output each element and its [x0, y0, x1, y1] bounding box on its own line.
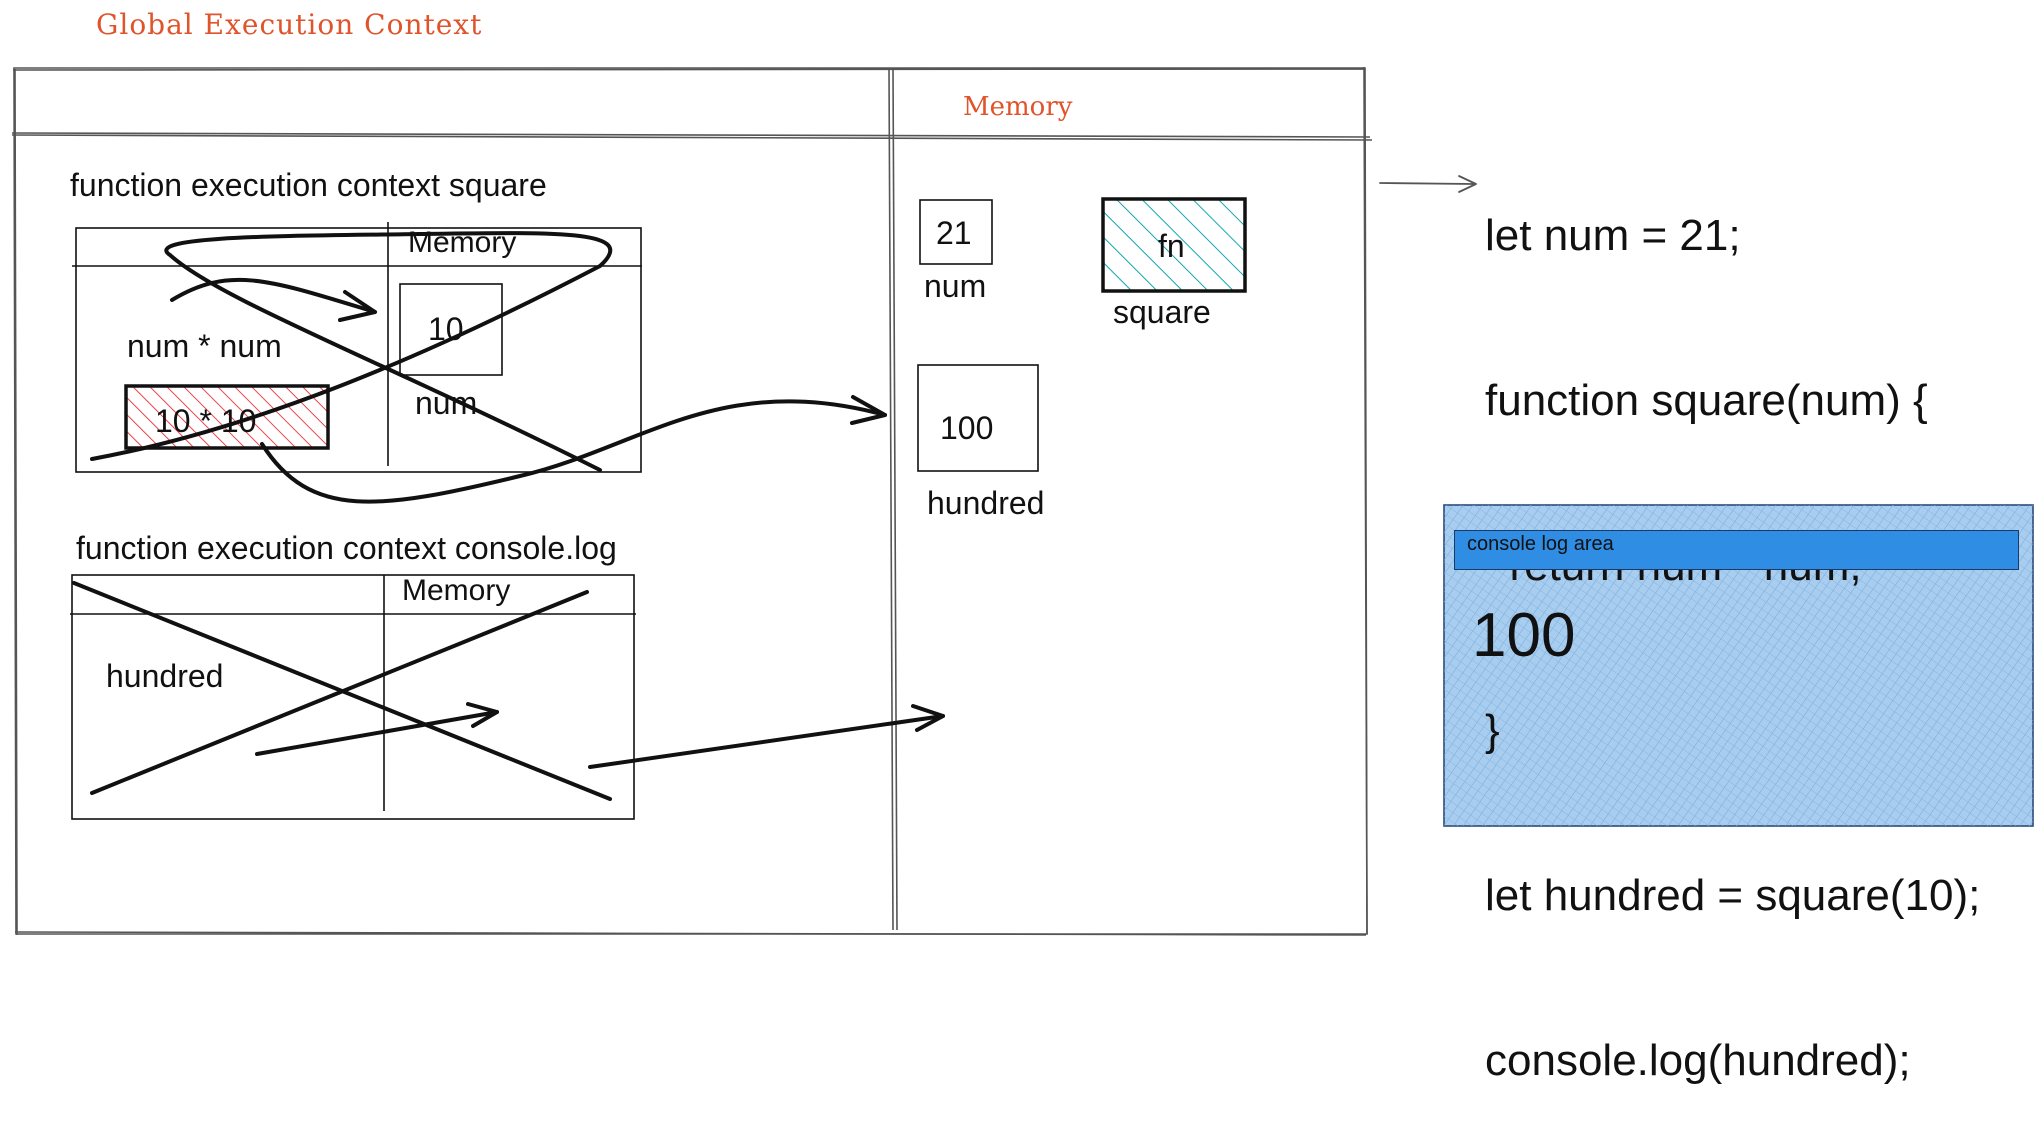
result-highlight-box	[124, 384, 330, 450]
num-value: 21	[936, 215, 972, 251]
square-context-box	[72, 222, 642, 473]
console-title-bar: console log area	[1454, 530, 2019, 570]
square-fn-value: fn	[1158, 228, 1185, 264]
code-line: console.log(hundred);	[1485, 1036, 1911, 1085]
hundred-name: hundred	[927, 485, 1045, 521]
num-name: num	[924, 268, 987, 304]
square-context-title: function execution context square	[70, 167, 547, 203]
hundred-value: 100	[940, 410, 994, 446]
square-param-value: 10	[428, 311, 464, 347]
console-title: console log area	[1467, 533, 1614, 555]
log-strike-marks	[72, 581, 612, 801]
arrow-icon	[170, 277, 377, 322]
square-strike-marks	[90, 231, 613, 472]
square-expression: num * num	[127, 328, 282, 364]
code-line: let hundred = square(10);	[1485, 871, 1981, 920]
square-name: square	[1113, 294, 1211, 330]
code-line: }	[1485, 706, 1500, 755]
square-param-name: num	[415, 385, 478, 421]
square-fn-box	[1101, 197, 1247, 293]
square-result-expression: 10 * 10	[155, 403, 257, 439]
arrow-icon	[255, 702, 499, 756]
log-memory-label: Memory	[402, 574, 511, 607]
global-context-frame	[11, 66, 1373, 936]
code-line: let num = 21;	[1485, 211, 1741, 260]
log-arg-name: hundred	[106, 658, 224, 694]
global-memory-label: Memory	[963, 92, 1073, 122]
arrow-icon	[588, 704, 945, 769]
code-line: function square(num) {	[1485, 376, 1928, 425]
console-output: 100	[1472, 601, 1576, 670]
log-context-title: function execution context console.log	[76, 530, 617, 566]
global-context-title: Global Execution Context	[96, 8, 483, 41]
arrow-icon	[260, 395, 887, 504]
arrow-icon	[1379, 175, 1477, 193]
global-memory-boxes	[917, 199, 1039, 472]
log-context-box	[70, 574, 636, 820]
square-memory-label: Memory	[408, 226, 517, 259]
